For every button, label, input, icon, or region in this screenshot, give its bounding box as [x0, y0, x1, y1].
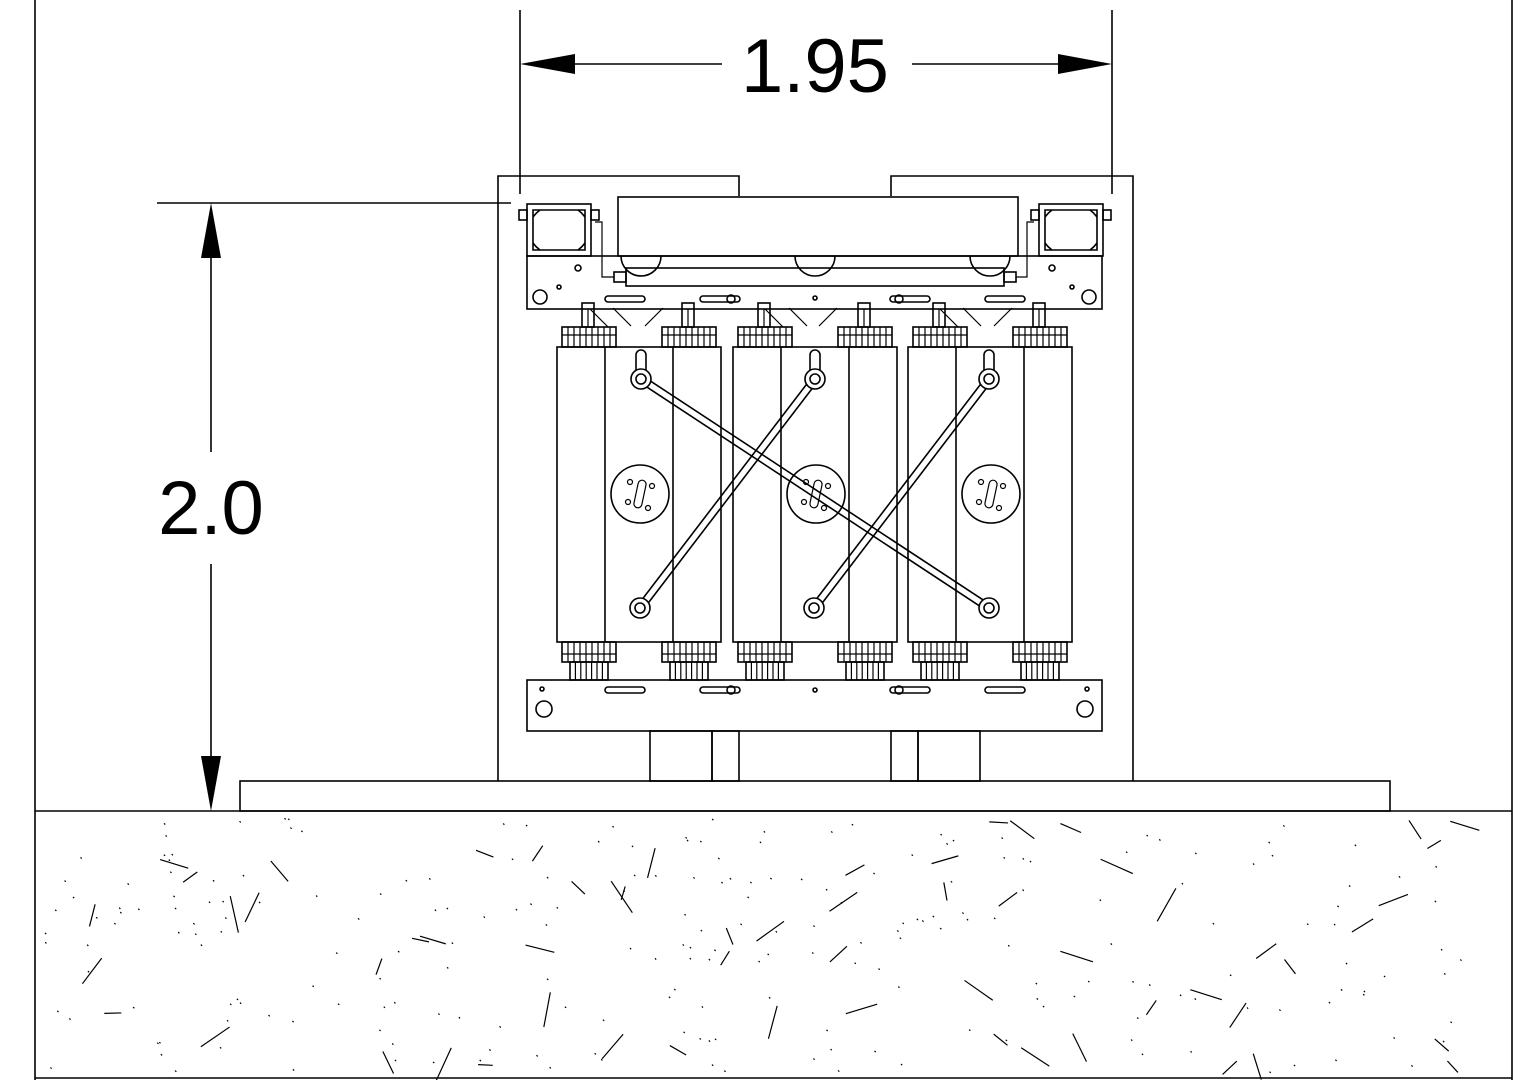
tap-changer: [610, 464, 670, 524]
winding-bottom: [561, 641, 617, 681]
base-slab: [239, 780, 1391, 812]
transformer-coils: [556, 302, 1073, 681]
bracing-rod: [630, 368, 1000, 619]
height-dimension: 2.0: [157, 202, 511, 811]
winding-bottom: [912, 641, 968, 681]
terminal-cover: [595, 196, 1034, 287]
ground-soil: [35, 810, 1512, 1080]
tap-changer: [961, 464, 1021, 524]
bracing-rod: [803, 368, 1000, 619]
drawing-frame: [34, 0, 1513, 1080]
bracing-rods: [629, 349, 1000, 619]
cooling-fan-left: [518, 203, 600, 257]
coil-phase-2: [732, 302, 898, 681]
support-legs: [649, 730, 981, 782]
enclosure-outline: [497, 175, 1134, 781]
cooling-fan-right: [1030, 203, 1112, 257]
winding-bottom: [837, 641, 893, 681]
width-dimension-label: 1.95: [741, 24, 889, 109]
lower-frame: [526, 679, 1103, 732]
bracing-rod: [629, 368, 826, 619]
height-dimension-label: 2.0: [158, 466, 264, 551]
winding-top: [737, 302, 793, 348]
coil-phase-3: [907, 302, 1073, 681]
winding-bottom: [737, 641, 793, 681]
coil-phase-1: [556, 302, 722, 681]
winding-bottom: [1012, 641, 1068, 681]
width-dimension: 1.95: [519, 10, 1113, 194]
tap-changer: [786, 464, 846, 524]
winding-bottom: [661, 641, 717, 681]
